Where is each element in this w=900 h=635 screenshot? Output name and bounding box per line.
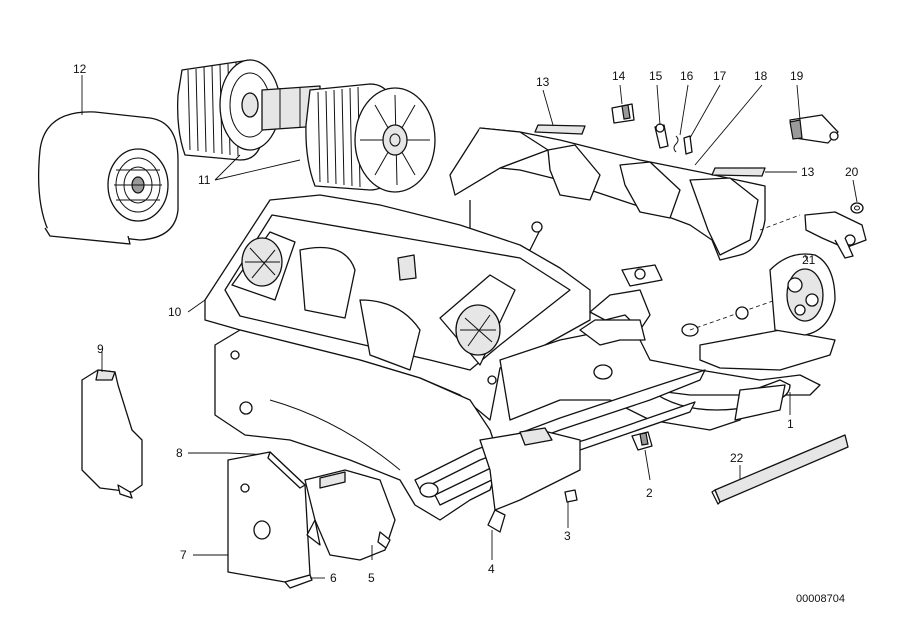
callout-10: 10: [168, 305, 182, 319]
document-number: 00008704: [796, 593, 845, 605]
part-18-air-flap-housing: [621, 253, 836, 336]
part-9-side-cover: [81, 369, 143, 499]
part-10-heater-housing-frame: [204, 194, 591, 421]
part-11-blower-fan-wheels: [177, 59, 436, 193]
part-15-screw: [654, 123, 669, 149]
part-17-clip: [683, 135, 693, 155]
callout-17: 17: [713, 69, 727, 83]
upper-mounting-bracket: [449, 127, 766, 261]
callout-22: 22: [730, 451, 744, 465]
callout-12: 12: [73, 62, 87, 76]
callout-19: 19: [790, 69, 804, 83]
callout-13-left: 13: [536, 75, 550, 89]
part-20-nut: [850, 202, 864, 214]
part-5-flap-cover: [304, 469, 396, 561]
callout-21: 21: [802, 253, 816, 267]
callout-14: 14: [612, 69, 626, 83]
callout-labels: 1 2 3 4 5 6 7 8 9 10 11 12 13 13 14 15 1…: [73, 62, 859, 585]
part-19-temperature-sensor: [789, 114, 839, 144]
part-2-clip: [631, 431, 653, 451]
callout-15: 15: [649, 69, 663, 83]
part-14-clip: [611, 103, 635, 124]
part-4-air-duct: [479, 427, 581, 533]
part-12-blower-housing-cover: [37, 111, 179, 245]
callout-6: 6: [330, 571, 337, 585]
callout-8: 8: [176, 446, 183, 460]
part-21-lever-bracket: [804, 211, 867, 259]
callout-18: 18: [754, 69, 768, 83]
callout-2: 2: [646, 486, 653, 500]
callout-5: 5: [368, 571, 375, 585]
part-16-spring: [673, 135, 679, 153]
part-13-foam-pad-right: [711, 167, 766, 177]
leader-lines: [81, 75, 858, 579]
part-22-foam-strip: [711, 434, 849, 505]
callout-9: 9: [97, 342, 104, 356]
part-7-cover-plate: [227, 451, 311, 583]
part-3-clip: [564, 489, 578, 503]
callout-1: 1: [787, 417, 794, 431]
callout-7: 7: [180, 548, 187, 562]
callout-11: 11: [198, 173, 211, 187]
callout-3: 3: [564, 529, 571, 543]
callout-13-right: 13: [801, 165, 815, 179]
callout-4: 4: [488, 562, 495, 576]
callout-20: 20: [845, 165, 859, 179]
callout-16: 16: [680, 69, 694, 83]
part-13-foam-pad-left: [534, 124, 586, 135]
part-6-gasket: [284, 574, 313, 589]
